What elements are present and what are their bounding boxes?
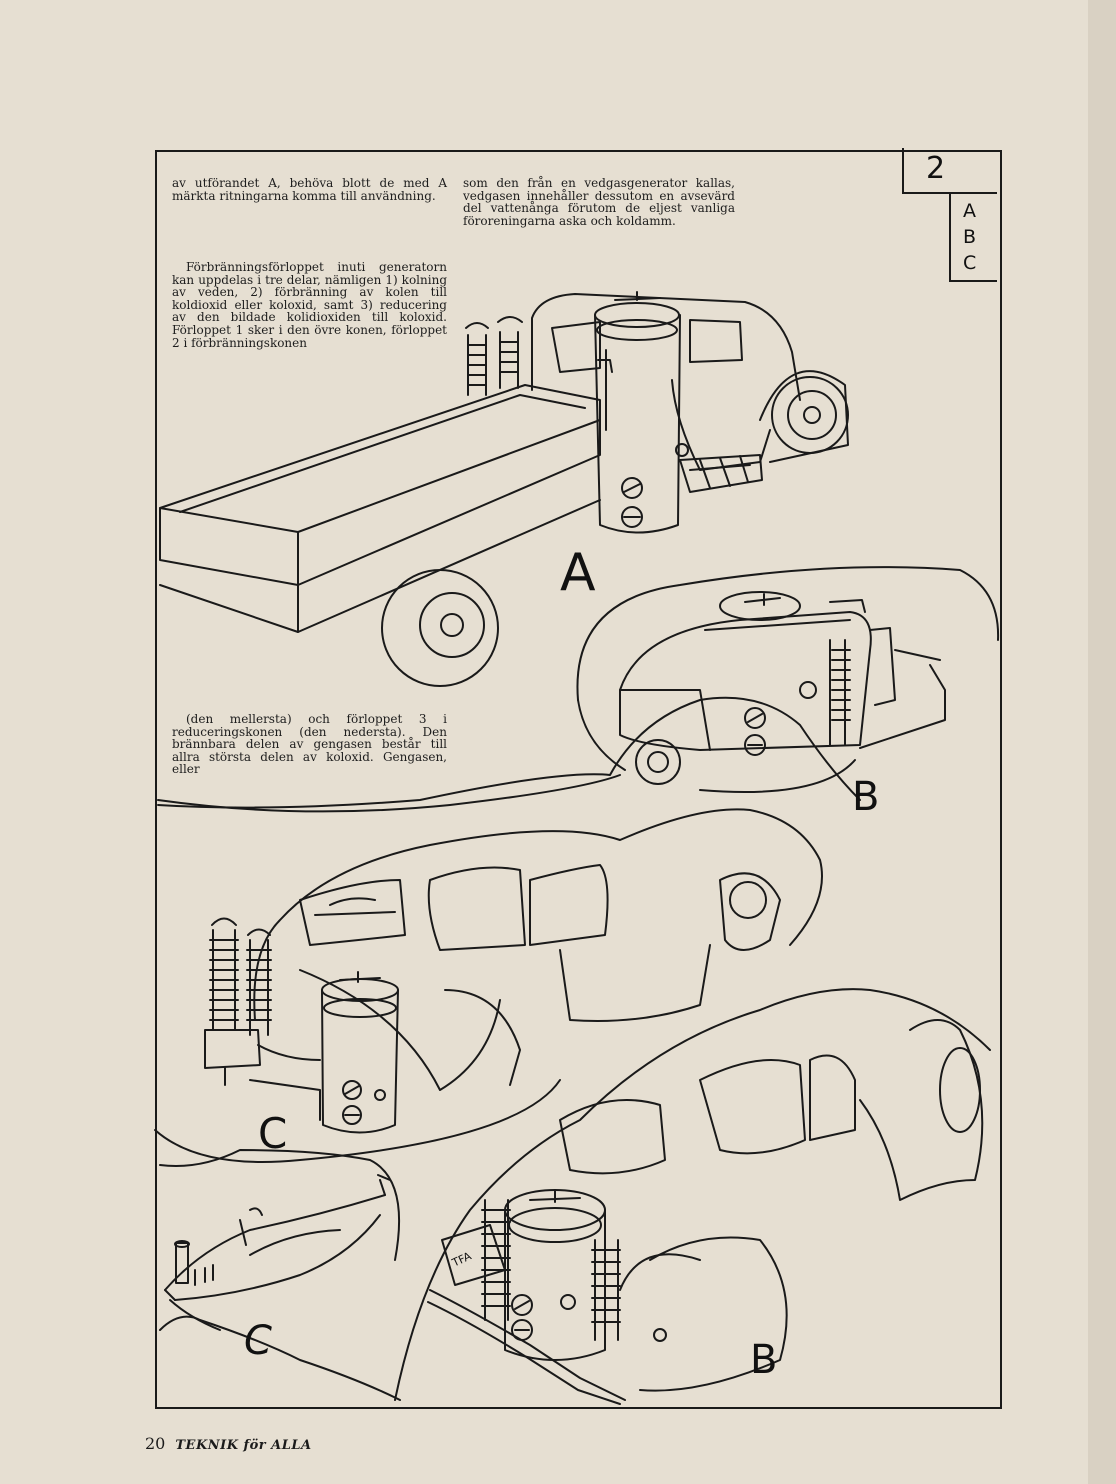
text-column-1-middle: Förbränningsförloppet inuti generatorn k… — [172, 260, 447, 350]
text-column-1-top: av utförandet A, behöva blott de med A m… — [172, 176, 447, 203]
figure-label-b-upper: B — [852, 774, 880, 820]
sedan-drawing-c — [154, 808, 823, 1163]
illustration-frame — [155, 150, 1002, 1409]
figure-label-a: A — [560, 543, 596, 603]
page-number: 20 — [145, 1434, 166, 1453]
sedan-rear-drawing-b — [159, 988, 991, 1405]
magazine-page — [0, 0, 1091, 1484]
section-divider-curve — [157, 759, 856, 813]
figure-label-c-upper: C — [258, 1109, 288, 1158]
plate-number: 2 — [926, 151, 946, 186]
magazine-title: TEKNIK för ALLA — [175, 1438, 312, 1453]
page-footer: 20 TEKNIK för ALLA — [145, 1434, 312, 1453]
text-column-1-lower: (den mellersta) och förloppet 3 i reduce… — [172, 712, 447, 777]
text-column-2-top: som den från en vedgasgenerator kallas, … — [463, 176, 735, 228]
variant-letter-a: A — [963, 200, 976, 222]
trailer-generator-drawing-b — [576, 566, 1000, 785]
truck-drawing-a — [159, 291, 849, 687]
next-page-edge — [1088, 0, 1116, 1484]
variant-letters-box — [949, 192, 997, 282]
figure-label-b-lower: B — [750, 1337, 778, 1383]
figure-label-c-lower: C — [244, 1318, 272, 1364]
boat-drawing-c — [159, 1174, 401, 1401]
variant-letter-b: B — [963, 226, 977, 248]
variant-letter-c: C — [963, 252, 977, 274]
